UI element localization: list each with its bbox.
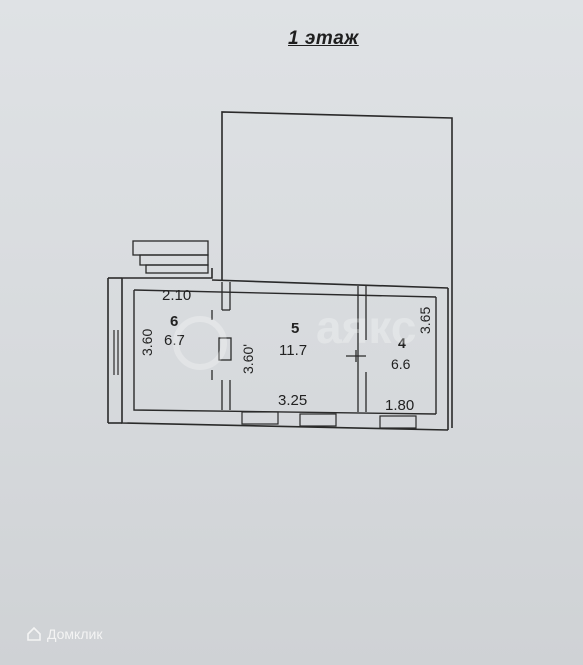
room-number-4: 4	[398, 335, 406, 351]
porch-steps	[132, 240, 209, 274]
inner-wall	[133, 289, 437, 415]
partition-5-4	[346, 286, 367, 412]
room-area-4: 6.6	[391, 356, 411, 372]
brand-mark: Домклик	[26, 626, 102, 642]
window-left	[113, 330, 119, 375]
watermark: аякс	[173, 301, 416, 370]
room-area-6: 6.7	[164, 332, 185, 349]
room-number-5: 5	[291, 320, 299, 337]
dimension-label: 2.10	[162, 287, 191, 304]
dimension-label: 3.65	[417, 307, 433, 334]
brand-name: Домклик	[47, 626, 103, 642]
annex-outline	[221, 111, 453, 428]
dimension-label: 1.80	[385, 397, 414, 414]
partition-6-5	[211, 282, 232, 410]
dimension-label: 3.60	[139, 329, 155, 356]
room-area-5: 11.7	[279, 342, 307, 359]
dimension-label: 3.25	[278, 392, 307, 409]
bottom-windows	[241, 411, 417, 429]
house-icon	[27, 626, 41, 641]
floor-title: 1 этаж	[288, 28, 359, 49]
watermark-text: аякс	[316, 301, 416, 353]
outer-wall	[107, 268, 449, 431]
dimension-label: 3.60'	[240, 344, 256, 374]
room-number-6: 6	[170, 313, 178, 330]
